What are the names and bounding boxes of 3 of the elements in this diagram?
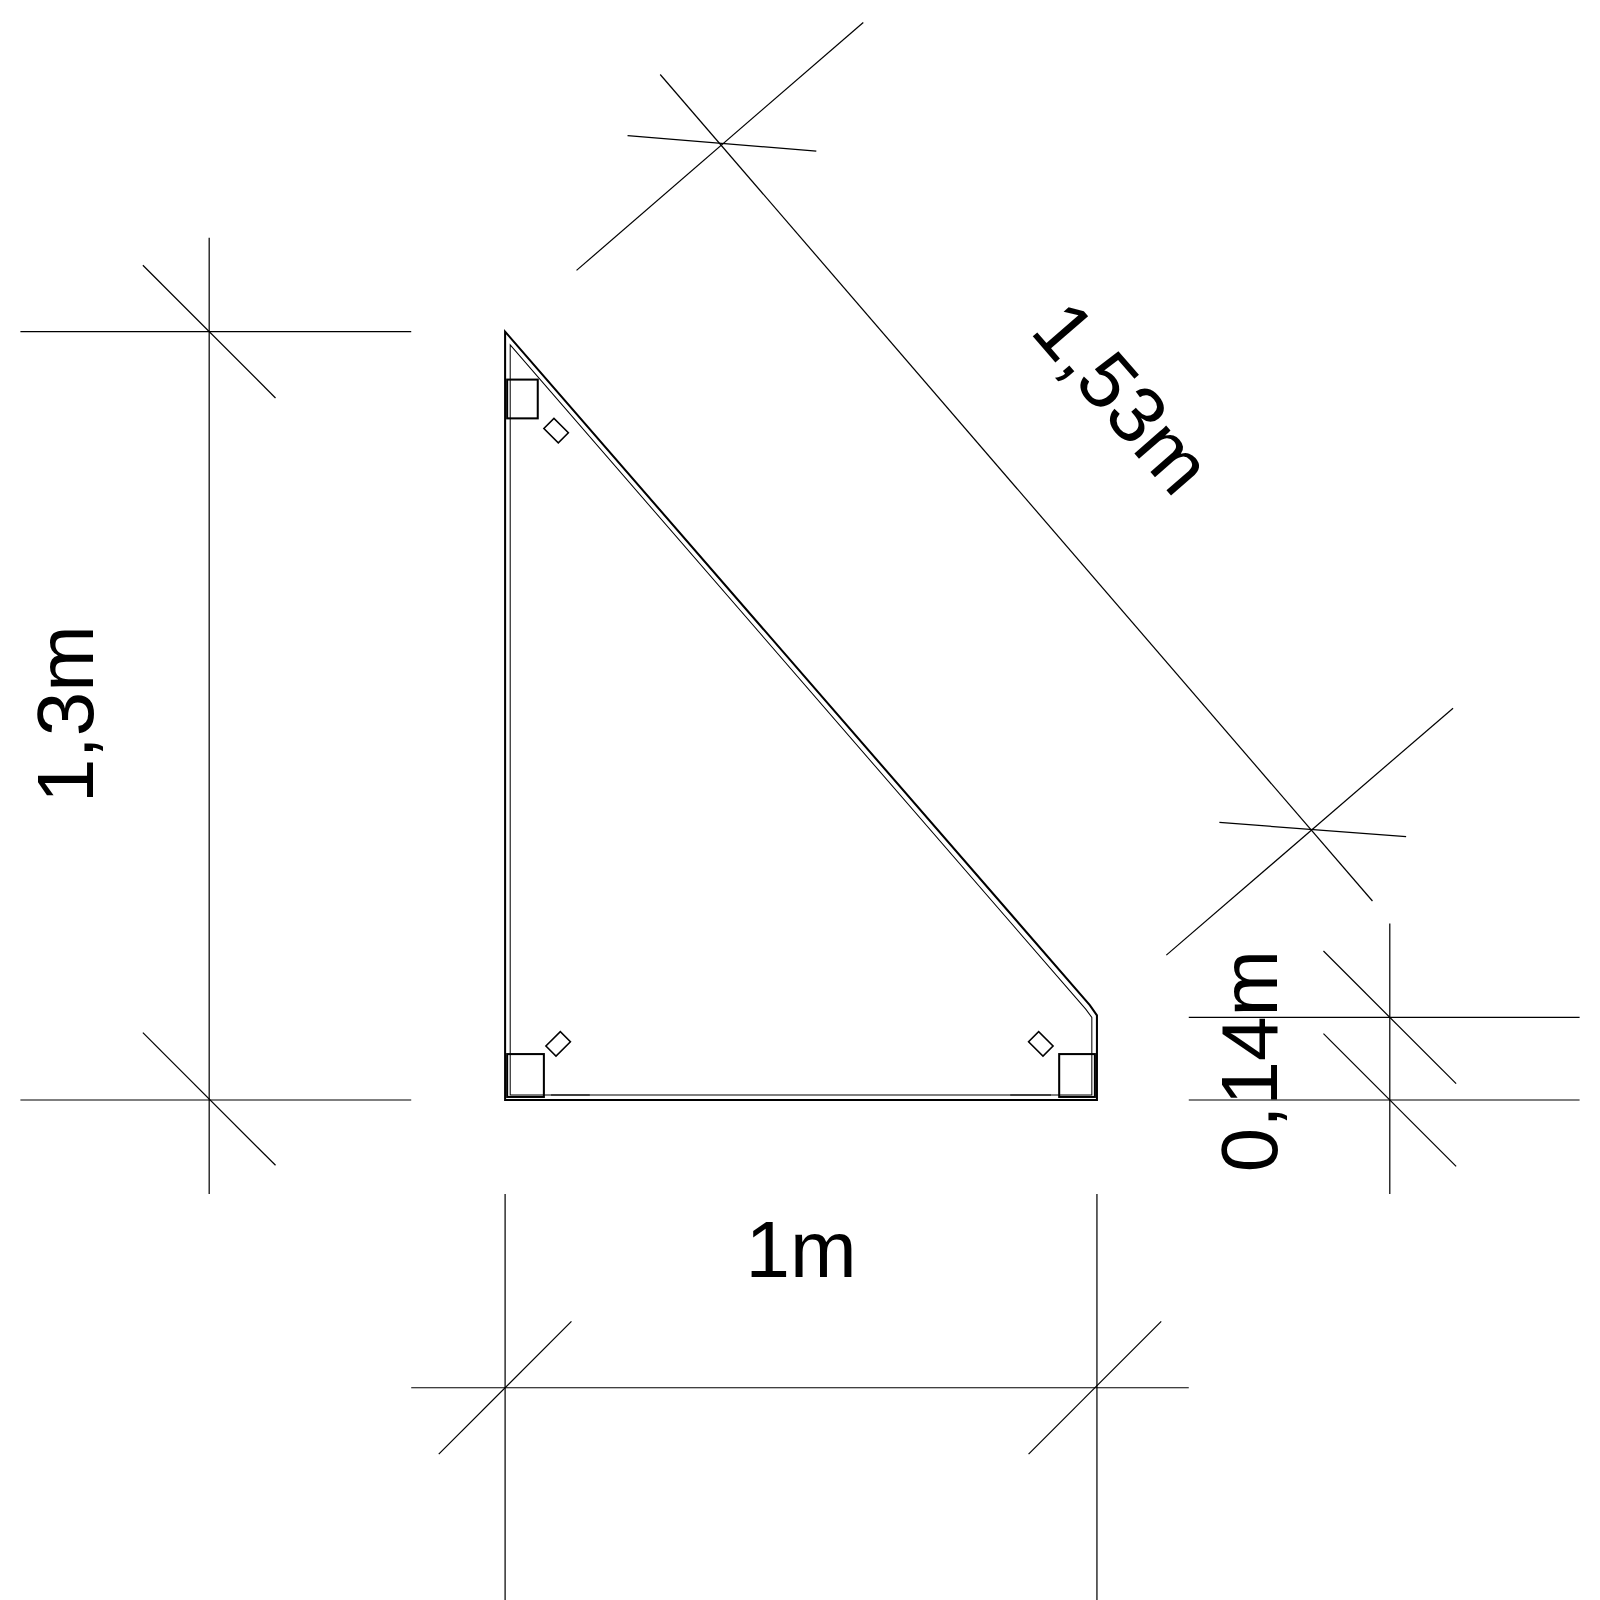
dimension-label: 0,14m (1210, 950, 1290, 1173)
dimension-label: 1m (745, 1210, 857, 1290)
dimension-label: 1,3m (26, 625, 107, 804)
